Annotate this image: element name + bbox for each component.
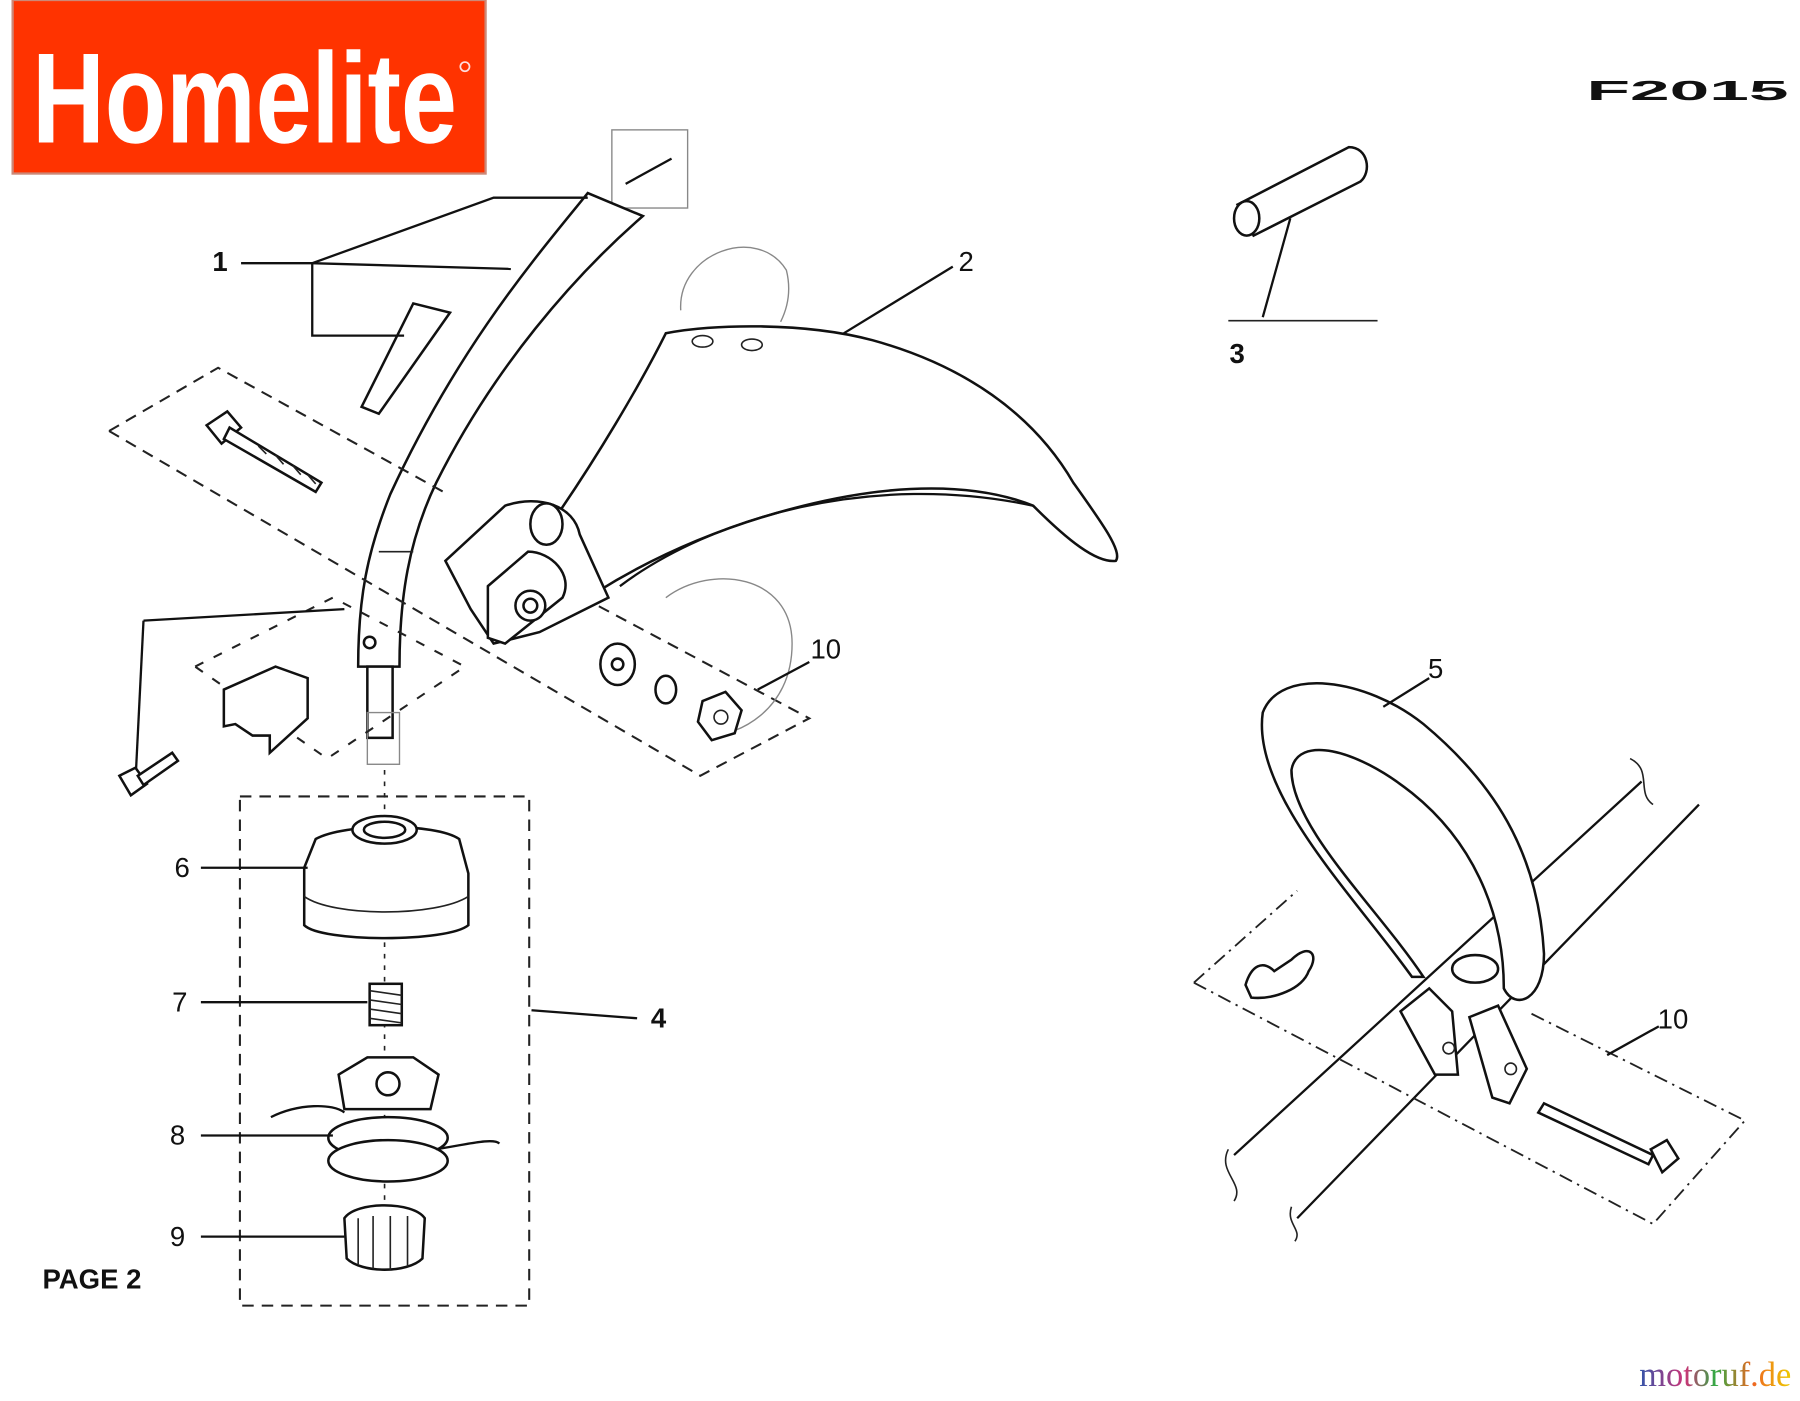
callout-6: 6 bbox=[174, 852, 189, 883]
callout-5: 5 bbox=[1428, 653, 1443, 684]
part-5-handle bbox=[1193, 682, 1747, 1242]
callout-3: 3 bbox=[1229, 338, 1244, 369]
part-2-grass-guard bbox=[443, 246, 1119, 737]
callout-4: 4 bbox=[651, 1002, 667, 1033]
callout-2: 2 bbox=[959, 246, 974, 277]
callout-9: 9 bbox=[170, 1221, 185, 1252]
page-label: PAGE 2 bbox=[42, 1263, 141, 1294]
callout-5-leader bbox=[1382, 677, 1430, 708]
part-1-drive-shaft bbox=[356, 129, 689, 765]
watermark-text: motoruf.de bbox=[1639, 1356, 1791, 1394]
callout-2-leader bbox=[843, 265, 954, 335]
callout-10b-leader bbox=[1606, 1025, 1660, 1057]
part-6-spool-cover bbox=[302, 814, 470, 940]
part-8-spool bbox=[270, 1056, 501, 1183]
callout-1-leader bbox=[241, 196, 588, 337]
homelite-logo: Homelite bbox=[11, 0, 487, 175]
motoruf-watermark: motoruf.de bbox=[1639, 1356, 1791, 1394]
callout-10a-leader bbox=[757, 660, 810, 691]
model-number: F2015 bbox=[1586, 75, 1788, 106]
mounting-bracket bbox=[117, 596, 467, 798]
callout-10b: 10 bbox=[1658, 1004, 1689, 1035]
part-3-sleeve bbox=[1228, 145, 1378, 322]
washer-nut-set bbox=[599, 642, 743, 742]
part-9-bump-knob bbox=[343, 1204, 427, 1271]
guard-bolt bbox=[204, 409, 324, 494]
callout-4-leader bbox=[531, 1009, 638, 1020]
logo-text: Homelite bbox=[32, 27, 457, 170]
callout-7: 7 bbox=[172, 986, 187, 1017]
assembly-outline bbox=[108, 366, 812, 777]
callout-1: 1 bbox=[212, 246, 227, 277]
callout-8: 8 bbox=[170, 1120, 185, 1151]
part-7-spring bbox=[368, 982, 404, 1027]
callout-10a: 10 bbox=[810, 634, 841, 665]
